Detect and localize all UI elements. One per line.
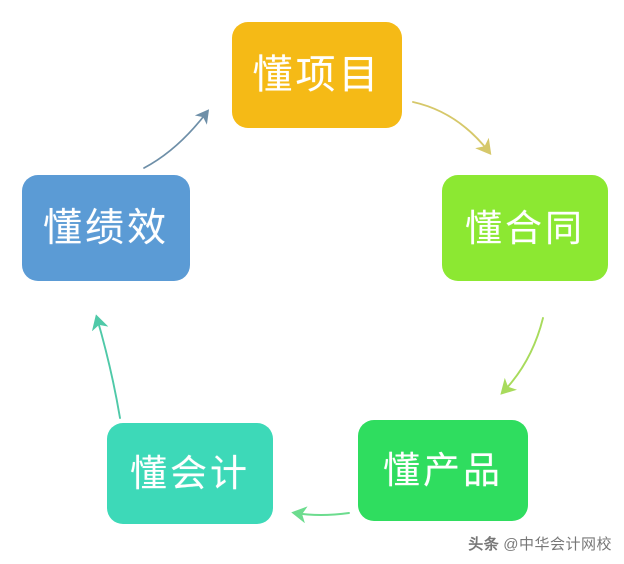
- watermark-source: 头条: [468, 536, 500, 553]
- arrow-product-to-accounting: [291, 506, 350, 524]
- watermark: 头条 @中华会计网校: [468, 533, 612, 554]
- diagram-node-accounting[interactable]: 懂会计: [107, 423, 273, 524]
- diagram-node-accounting-label: 懂会计: [130, 453, 250, 494]
- arrow-performance-to-project: [143, 109, 210, 169]
- diagram-node-project[interactable]: 懂项目: [232, 22, 402, 128]
- arrow-contract-to-product: [500, 317, 544, 395]
- diagram-node-product-label: 懂产品: [383, 450, 503, 491]
- diagram-node-contract-label: 懂合同: [465, 207, 585, 249]
- diagram-node-product[interactable]: 懂产品: [358, 420, 528, 521]
- arrow-project-to-contract: [412, 101, 492, 156]
- arrow-accounting-to-performance: [91, 314, 121, 419]
- watermark-account: @中华会计网校: [503, 536, 612, 553]
- diagram-node-performance[interactable]: 懂绩效: [22, 175, 190, 281]
- diagram-node-project-label: 懂项目: [252, 53, 382, 97]
- diagram-node-performance-label: 懂绩效: [42, 206, 169, 250]
- diagram-node-contract[interactable]: 懂合同: [442, 175, 608, 281]
